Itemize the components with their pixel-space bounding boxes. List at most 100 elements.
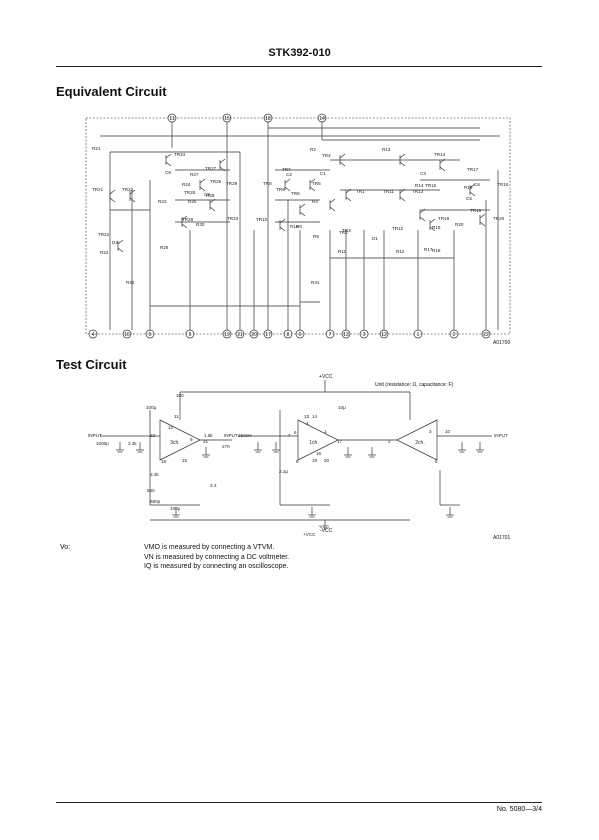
component-label: TR18 <box>438 216 450 221</box>
footer-page-ref: No. 5080—3/4 <box>496 806 542 813</box>
component-label: TR17 <box>467 167 479 172</box>
component-label: R29 <box>206 193 215 198</box>
component-label: TR28 <box>182 217 194 222</box>
svg-text:17: 17 <box>265 332 271 338</box>
test-circuit-label: 2 <box>388 439 391 444</box>
component-label: D2 <box>112 240 118 245</box>
svg-text:13: 13 <box>343 332 349 338</box>
transistor-symbol <box>439 158 446 172</box>
component-label: TR23 <box>227 216 239 221</box>
svg-text:6: 6 <box>299 332 302 338</box>
test-circuit-label: 13 <box>304 414 310 419</box>
component-label: TR15 <box>425 183 437 188</box>
component-label: R30 <box>196 222 205 227</box>
component-label: R6 <box>296 224 302 229</box>
component-label: C2 <box>286 172 292 177</box>
test-circuit-title: Test Circuit <box>56 357 127 372</box>
component-label: TR19 <box>470 208 482 213</box>
test-circuit-label: 10 <box>445 429 451 434</box>
component-label: R23 <box>158 199 167 204</box>
test-circuit-label: 7 <box>288 433 291 438</box>
component-label: TR2 <box>339 230 348 235</box>
ground-symbol <box>116 442 124 453</box>
component-label: R10 <box>290 224 299 229</box>
transistor-symbol <box>279 218 286 232</box>
component-label: TR6 <box>291 191 300 196</box>
svg-text:14: 14 <box>319 116 325 122</box>
test-circuit-label: 21 <box>203 439 209 444</box>
ground-symbol <box>202 447 210 458</box>
component-label: R19 <box>432 225 441 230</box>
svg-text:4: 4 <box>92 332 95 338</box>
transistor-symbol <box>199 178 206 192</box>
component-label: TR12 <box>392 226 404 231</box>
component-label: R13 <box>382 147 391 152</box>
test-circuit-label: 100 <box>176 393 184 398</box>
input-label-1ch: INPUT <box>224 433 238 438</box>
test-circuit-label: 3.3 <box>210 483 217 488</box>
note-line-iq: IQ is measured by connecting an oscillos… <box>144 563 289 570</box>
unit-note: Unit (resistance: Ω, capacitance: F) <box>375 382 454 388</box>
test-circuit-label: 4 <box>306 421 309 426</box>
transistor-symbol <box>399 153 406 167</box>
transistor-symbol <box>117 239 124 253</box>
component-label: R17 <box>424 247 433 252</box>
footer-rule <box>56 802 542 803</box>
header-rule <box>56 66 542 67</box>
test-circuit-label: 680p <box>150 499 161 504</box>
component-label: TR9 <box>276 187 285 192</box>
transistor-symbol <box>219 158 226 172</box>
channel-label-1ch: 1ch. <box>309 440 318 446</box>
component-label: C8 <box>165 170 171 175</box>
pin-bottom-16: 16 <box>122 329 132 339</box>
component-label: TR3 <box>342 228 351 233</box>
svg-text:8: 8 <box>287 332 290 338</box>
transistor-symbol <box>165 153 172 167</box>
svg-text:22: 22 <box>483 332 489 338</box>
equivalent-circuit-figure-id: A01700 <box>493 340 511 346</box>
test-circuit-label: 3 <box>429 429 432 434</box>
transistor-symbol <box>419 208 426 222</box>
transistor-symbol <box>399 188 406 202</box>
pin-bottom-4: 4 <box>88 329 98 339</box>
component-label: TR4 <box>322 153 331 158</box>
component-label: TR29 <box>226 181 238 186</box>
component-label: R20 <box>455 222 464 227</box>
test-circuit-label: 17 <box>337 439 343 444</box>
equivalent-circuit-title: Equivalent Circuit <box>56 84 167 99</box>
component-label: C3 <box>420 171 426 176</box>
test-circuit-label: 100μ <box>146 405 157 410</box>
test-circuit-label: 9 <box>190 437 193 442</box>
transistor-symbol <box>469 183 476 197</box>
test-circuit-label: 1 <box>324 429 327 434</box>
svg-text:3: 3 <box>363 332 366 338</box>
test-circuit-label: 1000p <box>96 441 109 446</box>
transistor-symbol <box>429 218 436 232</box>
component-label: TR5 <box>312 181 321 186</box>
svg-text:7: 7 <box>329 332 332 338</box>
transistor-symbol <box>479 213 486 227</box>
component-label: R24 <box>182 182 191 187</box>
ground-symbol <box>272 442 280 453</box>
svg-text:5: 5 <box>149 332 152 338</box>
test-circuit-label: 10μ <box>338 405 346 410</box>
component-label: TR7 <box>282 167 291 172</box>
test-circuit-label: 18 <box>161 459 167 464</box>
input-label-3ch: INPUT <box>88 433 102 438</box>
test-circuit-label: 6 <box>294 430 297 435</box>
component-label: TR26 <box>184 190 196 195</box>
transistor-symbol <box>129 189 136 203</box>
ground-symbol <box>136 442 144 453</box>
transistor-symbol <box>181 215 188 229</box>
test-circuit-label: 2.2μ <box>279 469 288 474</box>
component-label: C6 <box>474 182 480 187</box>
test-circuit-label: 5 <box>435 459 438 464</box>
svg-text:12: 12 <box>381 332 387 338</box>
component-label: C9 <box>204 192 210 197</box>
component-label: R12 <box>396 249 405 254</box>
ground-symbol <box>446 507 454 518</box>
component-label: R2 <box>310 147 316 152</box>
channel-label-3ch: 3ch. <box>170 440 179 446</box>
